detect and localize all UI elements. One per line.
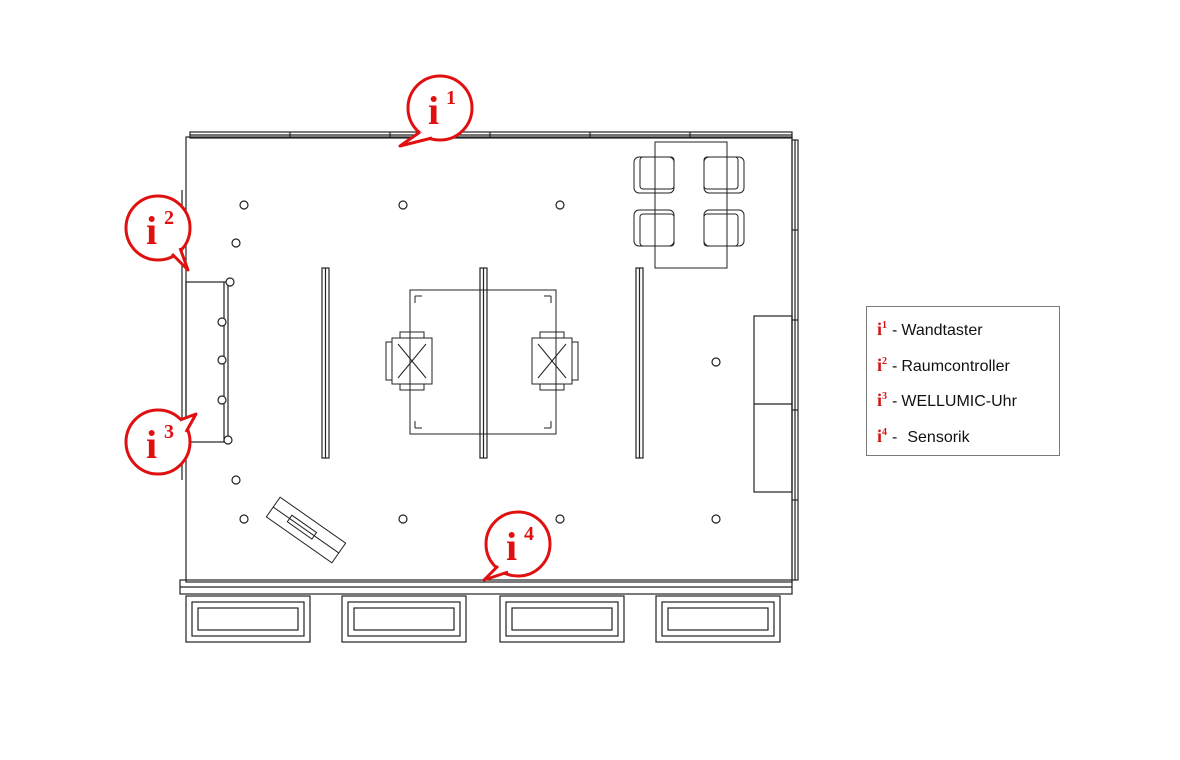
- marker-i3-glyph: i: [146, 422, 157, 467]
- marker-i3-number: 3: [164, 421, 174, 443]
- legend-item-raumcontroller: i2-Raumcontroller: [877, 354, 1010, 375]
- info-icon: i4: [877, 425, 888, 446]
- marker-i2[interactable]: i 2: [124, 194, 192, 272]
- meeting-table: [633, 141, 745, 269]
- marker-i2-number: 2: [164, 207, 174, 229]
- marker-i4[interactable]: i 4: [482, 510, 552, 582]
- legend-label: WELLUMIC-Uhr: [901, 393, 1017, 410]
- marker-i3[interactable]: i 3: [124, 408, 198, 476]
- legend-item-wandtaster: i1-Wandtaster: [877, 319, 983, 339]
- marker-i1-glyph: i: [428, 88, 439, 133]
- room-walls: [179, 131, 799, 595]
- marker-i4-glyph: i: [506, 524, 517, 569]
- legend-item-wellumic-uhr: i3-WELLUMIC-Uhr: [877, 390, 1017, 410]
- partition-screens: [321, 267, 644, 459]
- radiators: [185, 595, 781, 643]
- info-icon: i3: [877, 390, 888, 410]
- legend-item-sensorik: i4-Sensorik: [877, 425, 970, 446]
- legend-label: Wandtaster: [901, 322, 983, 339]
- desk-cluster: [385, 289, 579, 435]
- angled-furniture: [265, 496, 347, 564]
- legend: i1-Wandtaster i2-Raumcontroller i3-WELLU…: [866, 306, 1060, 456]
- info-icon: i2: [877, 354, 888, 375]
- info-icon: i1: [877, 319, 888, 339]
- legend-label: Sensorik: [907, 428, 970, 446]
- marker-i1-number: 1: [446, 87, 456, 109]
- marker-i4-number: 4: [524, 523, 534, 545]
- marker-i1[interactable]: i 1: [398, 74, 474, 148]
- marker-i2-glyph: i: [146, 208, 157, 253]
- legend-label: Raumcontroller: [901, 357, 1010, 375]
- light-dots: [217, 200, 721, 524]
